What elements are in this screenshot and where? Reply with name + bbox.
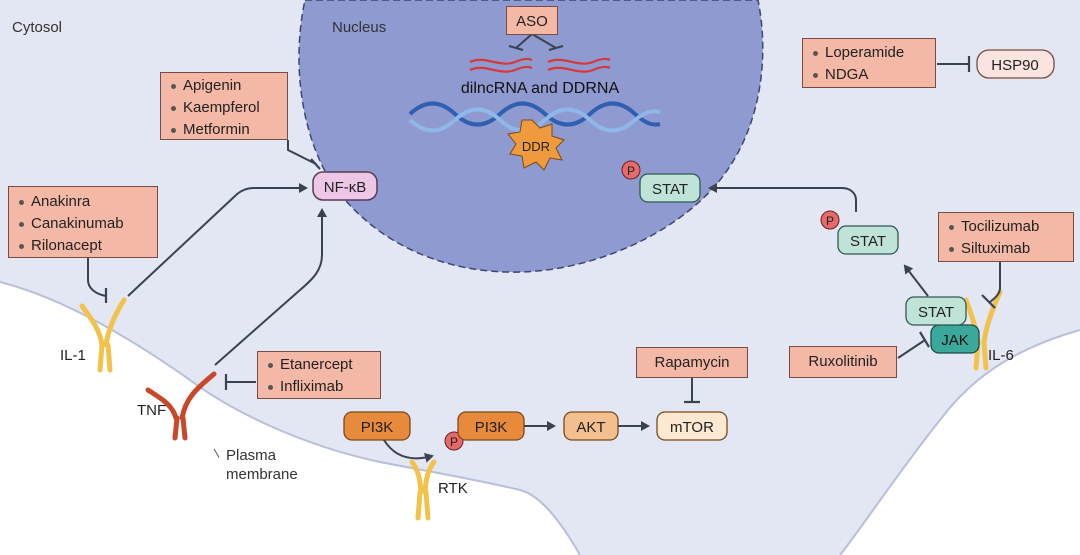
tnf-inhibitor-item: Etanercept — [268, 354, 370, 376]
jak-label: JAK — [941, 332, 969, 349]
il6-inhibitors-box: Tocilizumab Siltuximab — [938, 212, 1074, 262]
rapamycin-label: Rapamycin — [654, 354, 730, 371]
hsp90-inhibitor-item: NDGA — [813, 64, 925, 86]
il6-label: IL-6 — [988, 347, 1014, 364]
rapamycin-box: Rapamycin — [636, 347, 748, 378]
nfkb-inhibitor-item: Kaempferol — [171, 97, 277, 119]
phospho-stat-nuclear — [621, 160, 641, 180]
bullet-icon — [813, 72, 818, 78]
il1-inhibitor-item: Anakinra — [19, 191, 147, 213]
nfkb-drug-inhibition — [287, 140, 317, 165]
bullet-icon — [171, 83, 176, 89]
mtor-label: mTOR — [670, 419, 714, 436]
stat-label-nuclear: STAT — [652, 181, 688, 198]
bullet-icon — [949, 246, 954, 252]
il6-drug-inhibition — [989, 262, 1001, 303]
phospho-stat-cytosol-label: P — [826, 214, 834, 228]
hsp90-inhibitors-box: Loperamide NDGA — [802, 38, 936, 88]
il1-drug-inhibition — [87, 258, 107, 297]
il1-inhibitors-box: Anakinra Canakinumab Rilonacept — [8, 186, 158, 258]
il6-inhibitor-item: Siltuximab — [949, 238, 1063, 260]
bullet-icon — [813, 50, 818, 56]
nfkb-inhibitor-item: Apigenin — [171, 75, 277, 97]
nfkb-label: NF-κB — [324, 179, 367, 196]
ruxolitinib-inhibition — [897, 339, 926, 359]
akt-label: AKT — [576, 419, 605, 436]
tnf-inhibitors-box: Etanercept Infliximab — [257, 351, 381, 399]
plasma-membrane-label: Plasma membrane — [226, 446, 298, 484]
il1-receptor — [79, 297, 127, 373]
pi3k-recruit-arrow — [383, 439, 434, 463]
bullet-icon — [949, 224, 954, 230]
nfkb-node — [312, 171, 378, 201]
ddr-starburst — [507, 119, 565, 171]
tnf-inhibitor-item: Infliximab — [268, 376, 370, 398]
plasma-membrane-outline-right — [839, 329, 1080, 555]
il1-label: IL-1 — [60, 347, 86, 364]
bullet-icon — [268, 384, 273, 390]
bullet-icon — [171, 105, 176, 111]
dna-helix — [408, 101, 661, 133]
aso-label: ASO — [516, 13, 548, 30]
nfkb-inhibitor-item: Metformin — [171, 119, 277, 141]
stat-node-phospho — [837, 225, 899, 255]
tnf-label: TNF — [137, 402, 166, 419]
stat-node-nuclear — [639, 173, 701, 203]
stat-label-phospho: STAT — [850, 233, 886, 250]
plasma-membrane-label-line2: membrane — [226, 466, 298, 483]
hsp90-inhibitor-item: Loperamide — [813, 42, 925, 64]
plasma-membrane-label-line1: Plasma — [226, 447, 277, 464]
il1-to-nfkb-arrow — [127, 183, 308, 297]
tnf-receptor — [145, 371, 217, 441]
rna-label: dilncRNA and DDRNA — [461, 80, 620, 97]
il6-inhibitor-item: Tocilizumab — [949, 216, 1063, 238]
phospho-rtk-label: P — [450, 435, 458, 449]
rna-strands — [469, 57, 611, 73]
stat-label-bound: STAT — [918, 304, 954, 321]
aso-box: ASO — [506, 6, 558, 35]
nfkb-inhibitors-box: Apigenin Kaempferol Metformin — [160, 72, 288, 140]
ddr-label: DDR — [522, 139, 550, 154]
phospho-stat-nuclear-label: P — [627, 164, 635, 178]
pi3k-label-1: PI3K — [361, 419, 394, 436]
ruxolitinib-label: Ruxolitinib — [808, 353, 878, 370]
plasma-membrane-outline — [0, 281, 581, 555]
pi3k-label-2: PI3K — [475, 419, 508, 436]
il1-inhibitor-item: Rilonacept — [19, 235, 147, 257]
phospho-stat-cytosol — [820, 210, 840, 230]
bullet-icon — [19, 221, 24, 227]
phospho-rtk — [444, 431, 464, 451]
hsp90-label: HSP90 — [991, 57, 1039, 74]
bullet-icon — [268, 362, 273, 368]
tnf-to-nfkb-arrow — [214, 208, 327, 366]
pi3k-node-1 — [343, 411, 411, 441]
hsp90-node — [976, 49, 1055, 79]
stat-activation-arrow — [903, 264, 929, 297]
bullet-icon — [19, 243, 24, 249]
stat-nuclear-import-arrow — [708, 183, 857, 212]
bullet-icon — [171, 127, 176, 133]
cytosol-label: Cytosol — [12, 19, 63, 36]
rtk-receptor — [409, 459, 437, 521]
rtk-label: RTK — [438, 480, 468, 497]
mtor-node — [656, 411, 728, 441]
il1-inhibitor-item: Canakinumab — [19, 213, 147, 235]
plasma-membrane-right — [840, 330, 1080, 555]
bullet-icon — [19, 199, 24, 205]
ruxolitinib-box: Ruxolitinib — [789, 346, 897, 378]
nucleus-label: Nucleus — [332, 19, 387, 36]
stat-node-bound — [905, 296, 967, 326]
